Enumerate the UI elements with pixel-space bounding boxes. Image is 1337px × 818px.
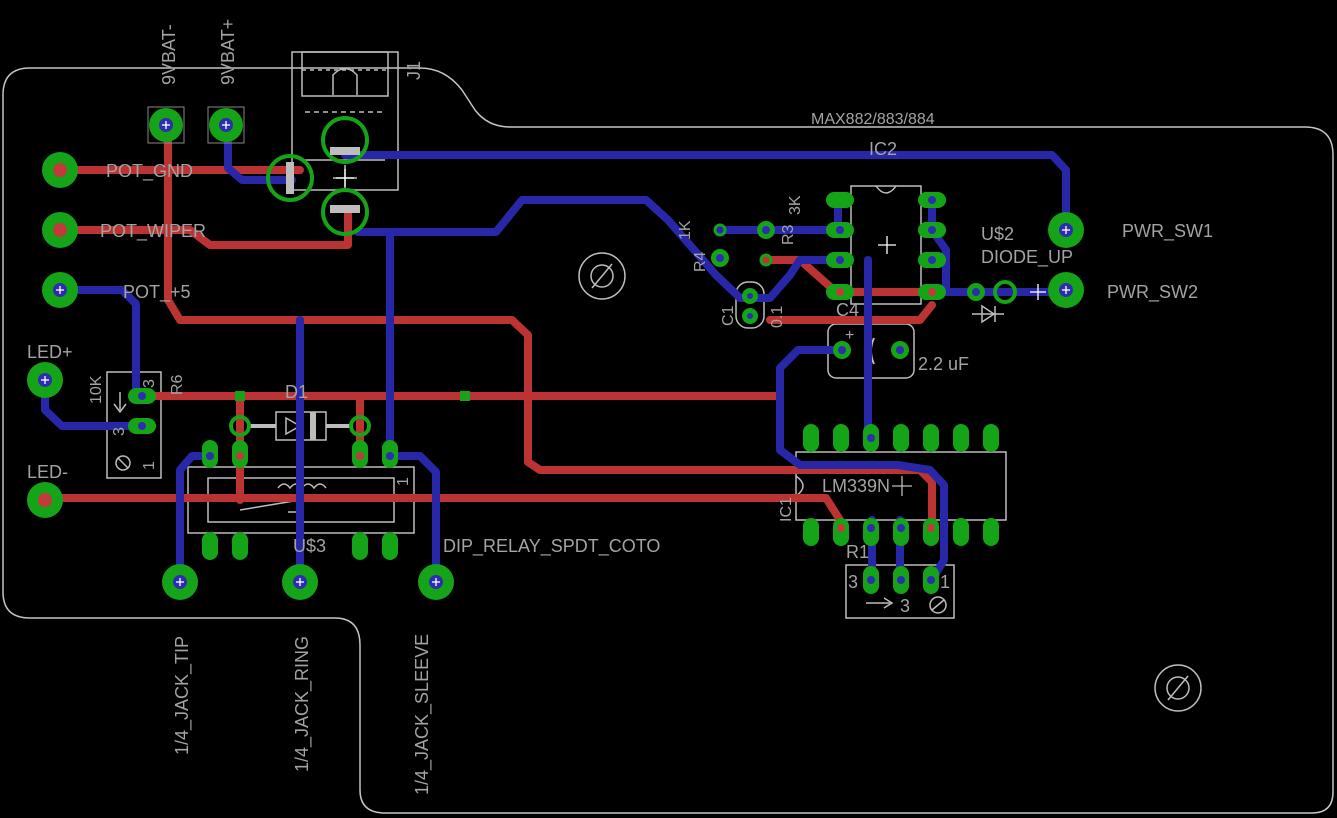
label-r3-value: 3K	[787, 195, 804, 215]
label-jack-ring: 1/4_JACK_RING	[292, 636, 313, 772]
label-r6-pin3b: 3	[111, 427, 128, 436]
label-led-pos: LED+	[27, 342, 73, 362]
label-u3: U$3	[293, 536, 326, 556]
label-d1: D1	[285, 382, 308, 402]
bottom-copper-traces	[41, 121, 1074, 584]
label-r6-pin3: 3	[141, 379, 158, 388]
u2-diode-symbol	[972, 304, 1004, 324]
mounting-hole-bottom	[1154, 664, 1202, 712]
label-j1: J1	[404, 61, 424, 80]
c1-footprint	[735, 281, 765, 329]
label-r3-name: R3	[780, 224, 797, 245]
mounting-hole-top	[578, 252, 626, 300]
label-led-neg: LED-	[27, 462, 68, 482]
label-r4-value: 1K	[677, 220, 694, 240]
label-pwr-sw1: PWR_SW1	[1122, 221, 1213, 242]
label-r6-name: R6	[169, 374, 186, 395]
label-r6-pin1: 1	[141, 461, 158, 470]
pads	[27, 106, 1084, 600]
label-relay: DIP_RELAY_SPDT_COTO	[443, 536, 660, 557]
label-relay-pin1: 1	[395, 477, 412, 486]
label-c1-name: C1	[720, 305, 737, 326]
label-pot-5v: POT_+5	[123, 282, 191, 303]
label-pot-gnd: POT_GND	[106, 161, 193, 182]
label-jack-tip: 1/4_JACK_TIP	[172, 636, 193, 755]
label-u2: U$2	[981, 224, 1014, 244]
label-c4-name: C4	[836, 300, 859, 320]
label-c4-plus: +	[845, 327, 854, 344]
label-r1-pin3b: 3	[900, 596, 910, 616]
label-diode-up: DIODE_UP	[981, 247, 1073, 268]
label-jack-sleeve: 1/4_JACK_SLEEVE	[412, 634, 433, 795]
label-r6-value: 10K	[88, 375, 105, 404]
label-9vbat-pos: 9VBAT+	[218, 19, 238, 85]
label-r1-pin1: 1	[940, 572, 950, 592]
label-c1-value: 0.1	[769, 306, 786, 328]
label-c4-value: 2.2 uF	[918, 354, 969, 374]
label-r1: R1	[846, 542, 869, 562]
label-pwr-sw2: PWR_SW2	[1107, 282, 1198, 303]
label-ic1: IC1	[778, 497, 795, 522]
board-outline	[2, 67, 1334, 814]
ic2-footprint	[850, 185, 922, 305]
label-9vbat-neg: 9VBAT-	[159, 24, 179, 85]
label-lm339: LM339N	[822, 476, 890, 496]
label-max-part: MAX882/883/884	[811, 111, 935, 128]
label-r1-pin3: 3	[848, 572, 858, 592]
pad-origin-marks	[41, 121, 1070, 586]
label-pot-wiper: POT_WIPER	[100, 221, 206, 242]
label-ic2: IC2	[869, 139, 897, 159]
label-r4-name: R4	[692, 251, 709, 272]
